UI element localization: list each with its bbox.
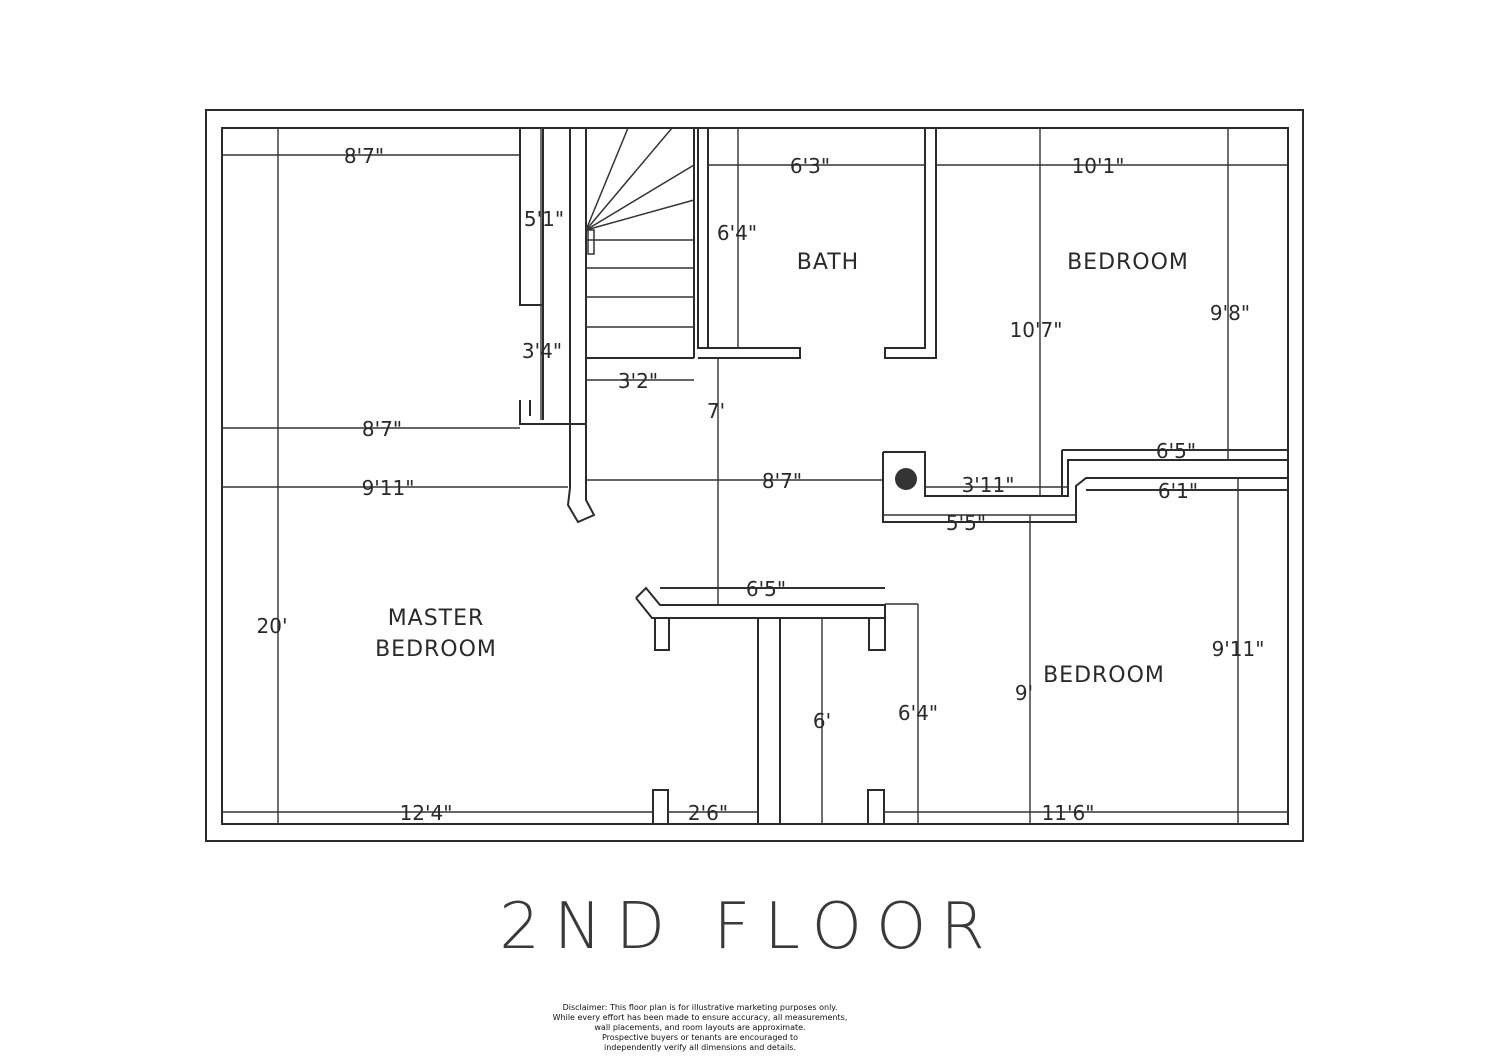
floor-title: 2ND FLOOR — [499, 890, 999, 964]
outer-frame — [205, 109, 1304, 842]
dim-10-1: 10'1" — [1072, 154, 1125, 178]
dim-6: 6' — [813, 709, 831, 733]
dim-8-7-mid: 8'7" — [362, 417, 402, 441]
dim-11-6: 11'6" — [1042, 801, 1095, 825]
chimney-flue-icon — [895, 468, 917, 490]
dim-8-7-hall: 8'7" — [762, 469, 802, 493]
stair-treads — [585, 127, 695, 328]
dim-5-1: 5'1" — [524, 207, 564, 231]
dim-3-2: 3'2" — [618, 369, 658, 393]
dim-3-4: 3'4" — [522, 339, 562, 363]
chimney-walls — [882, 449, 1288, 523]
dim-6-5-closet: 6'5" — [746, 577, 786, 601]
dim-9: 9' — [1015, 681, 1033, 705]
dim-9-11-left: 9'11" — [362, 476, 415, 500]
dim-7: 7' — [707, 399, 725, 423]
closet-walls — [635, 586, 886, 825]
room-label-bedroom-se: BEDROOM — [1043, 663, 1165, 688]
dim-6-4-bath: 6'4" — [717, 221, 757, 245]
disclaimer-line: While every effort has been made to ensu… — [552, 1013, 848, 1022]
room-label-master-line1: MASTER — [388, 606, 485, 631]
room-label-bath: BATH — [797, 250, 859, 275]
dim-3-11: 3'11" — [962, 473, 1015, 497]
room-label-bedroom-ne: BEDROOM — [1067, 250, 1189, 275]
disclaimer-line: Disclaimer: This floor plan is for illus… — [562, 1003, 838, 1012]
inner-boundary — [221, 127, 1289, 825]
dim-10-7: 10'7" — [1010, 318, 1063, 342]
disclaimer-line: independently verify all dimensions and … — [603, 1043, 797, 1052]
stair-walls — [519, 128, 695, 524]
dim-8-7-top: 8'7" — [344, 144, 384, 168]
disclaimer-line: wall placements, and room layouts are ap… — [594, 1023, 806, 1032]
dim-6-3: 6'3" — [790, 154, 830, 178]
dimension-lines — [222, 128, 1288, 824]
dim-6-5-right: 6'5" — [1156, 439, 1196, 463]
dim-6-1: 6'1" — [1158, 479, 1198, 503]
dim-2-6: 2'6" — [688, 801, 728, 825]
dim-20: 20' — [257, 614, 288, 638]
disclaimer: Disclaimer: This floor plan is for illus… — [490, 1003, 910, 1053]
dim-9-11-right: 9'11" — [1212, 637, 1265, 661]
dim-5-5: 5'5" — [946, 511, 986, 535]
dim-6-4-closet: 6'4" — [898, 701, 938, 725]
dim-12-4: 12'4" — [400, 801, 453, 825]
dim-9-8: 9'8" — [1210, 301, 1250, 325]
room-label-master-line2: BEDROOM — [375, 637, 497, 662]
disclaimer-line: Prospective buyers or tenants are encour… — [602, 1033, 798, 1042]
